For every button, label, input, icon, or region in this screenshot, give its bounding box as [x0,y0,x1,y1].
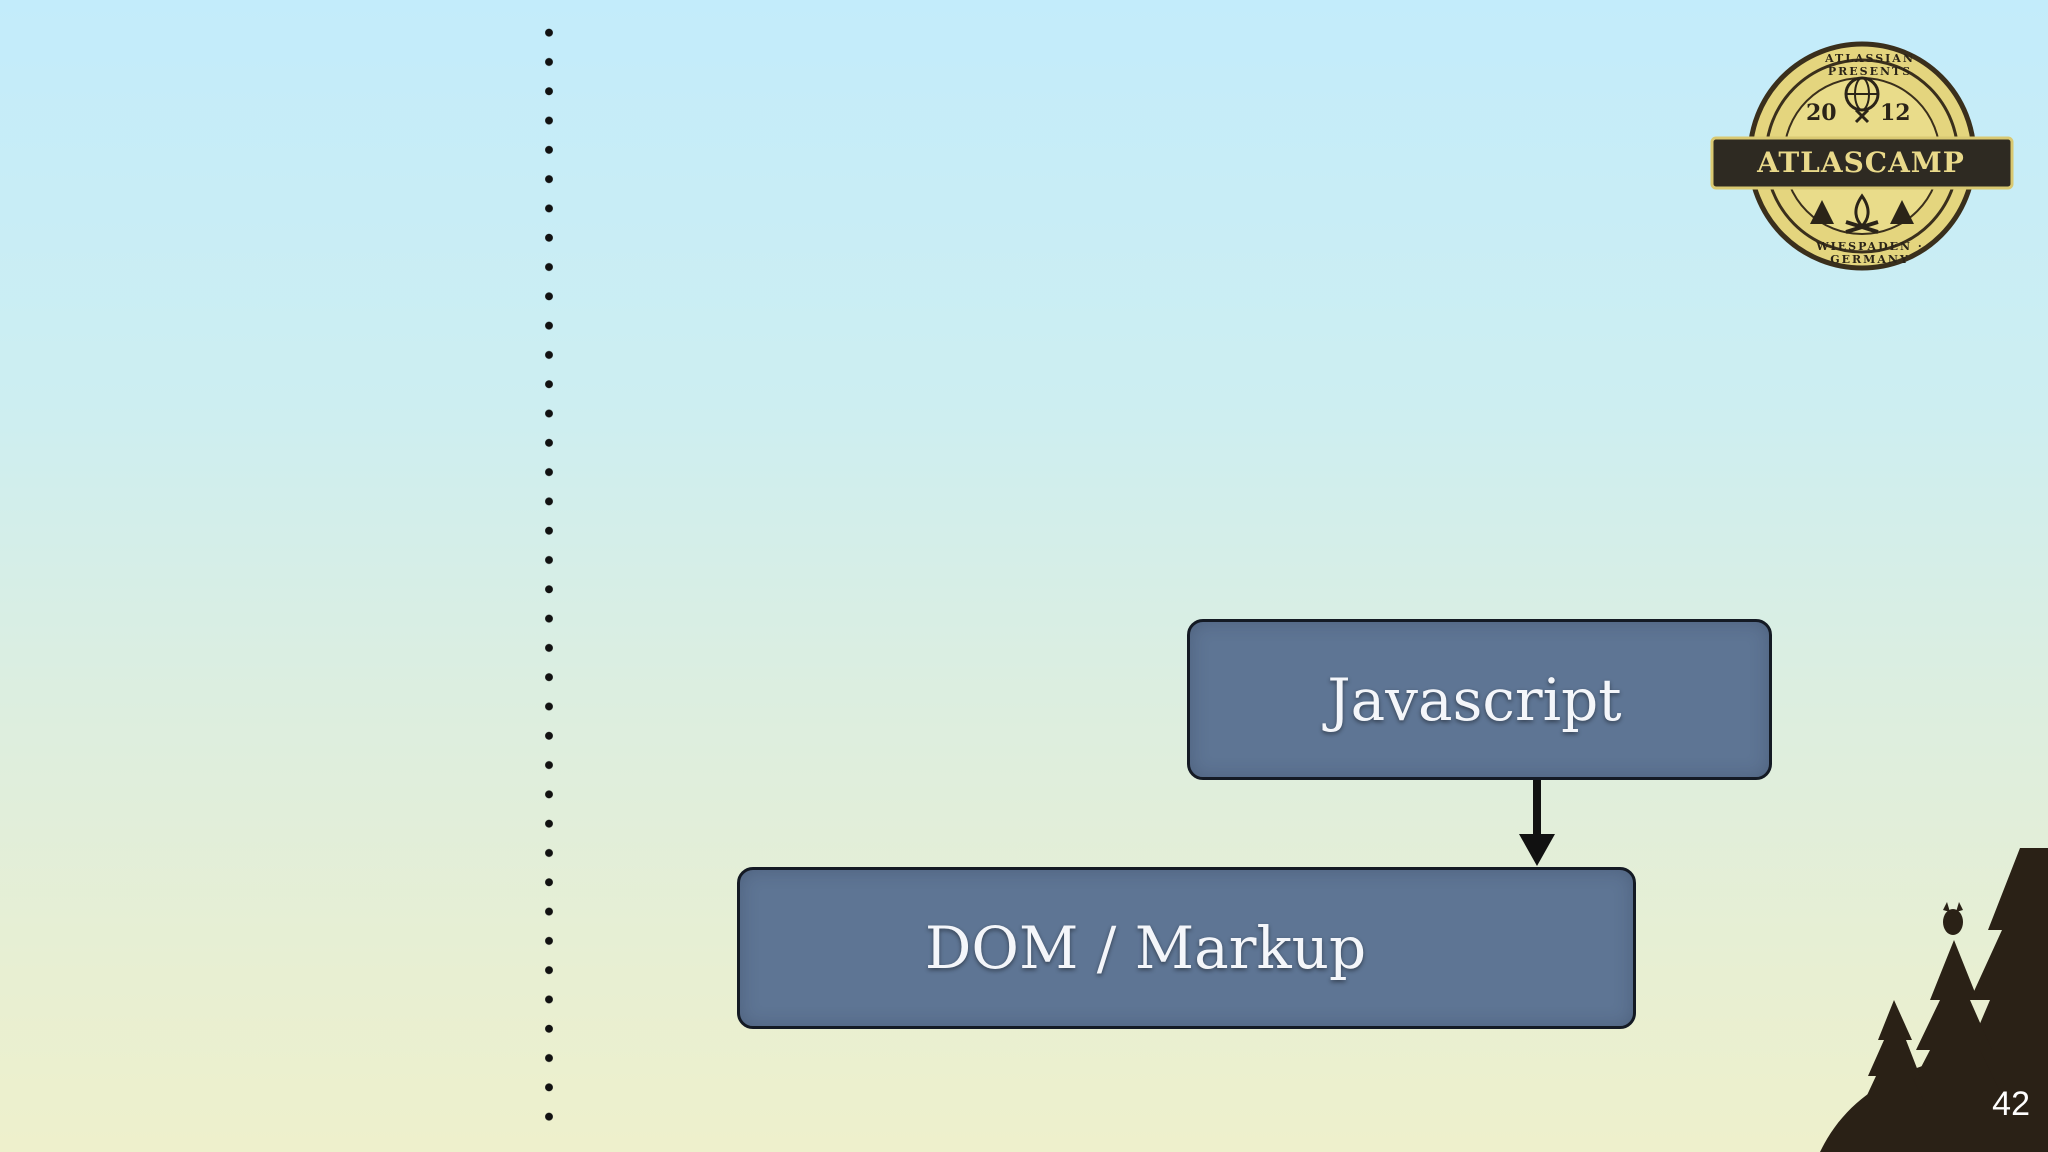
badge-year-right: 12 [1880,100,1911,126]
page-number: 42 [1992,1085,2030,1123]
badge-year-left: 20 [1806,100,1837,126]
dom-markup-label: DOM / Markup [924,914,1367,982]
atlascamp-badge-logo [1710,41,2014,271]
dotted-divider [545,18,553,1138]
badge-title: ATLASCAMP [1757,145,1965,179]
dom-markup-box: DOM / Markup [737,867,1636,1029]
javascript-label: Javascript [1327,665,1622,734]
badge-bottom-text: WIESPADEN · GERMANY [1816,240,1924,266]
badge-top-text: ATLASSIAN PRESENTS [1825,52,1915,78]
javascript-box: Javascript [1187,619,1772,780]
trees-owl-silhouette-icon [1820,848,2048,1152]
